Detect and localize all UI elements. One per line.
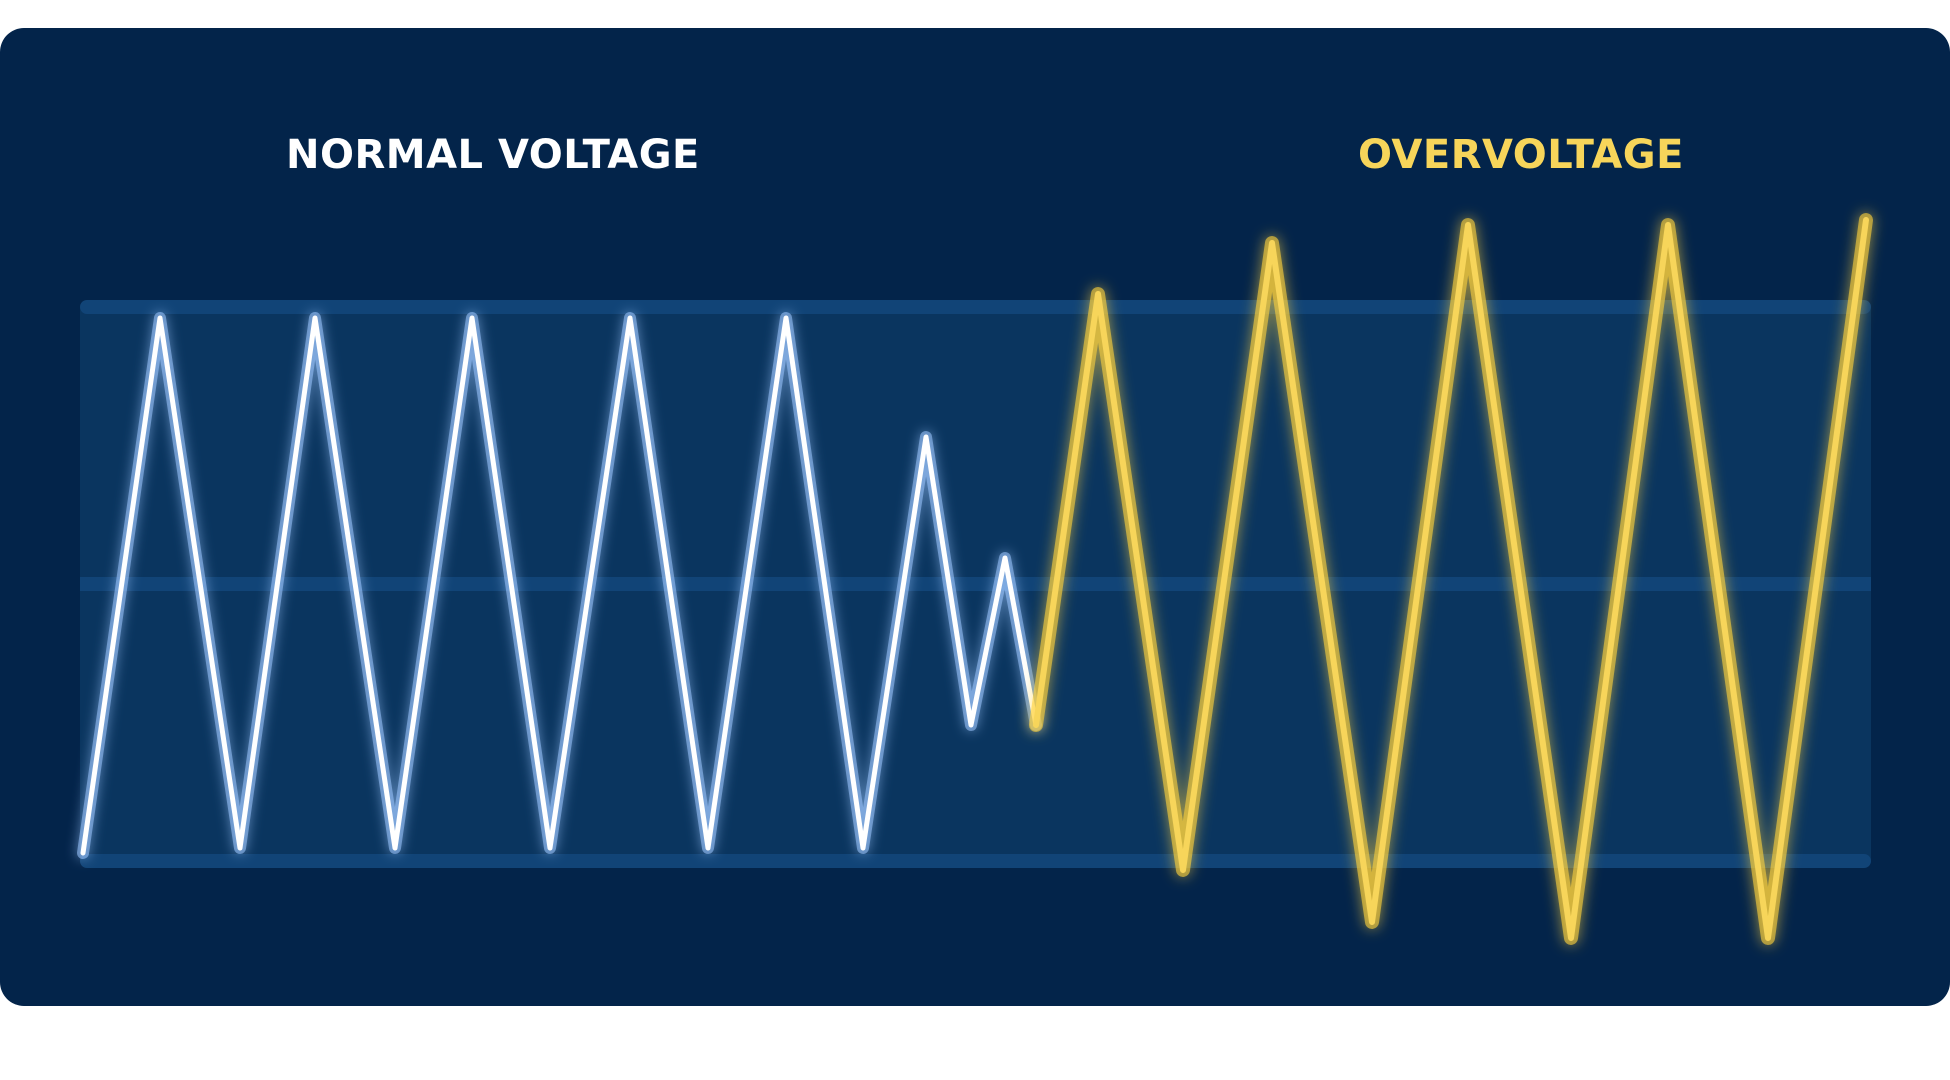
lower-limit-line [80, 854, 1871, 868]
overvoltage-label: OVERVOLTAGE [1358, 132, 1684, 178]
normal-voltage-wave [80, 315, 1039, 856]
upper-limit-line [80, 300, 1871, 314]
overvoltage-wave [1033, 217, 1869, 941]
normal-voltage-label: NORMAL VOLTAGE [286, 132, 700, 178]
